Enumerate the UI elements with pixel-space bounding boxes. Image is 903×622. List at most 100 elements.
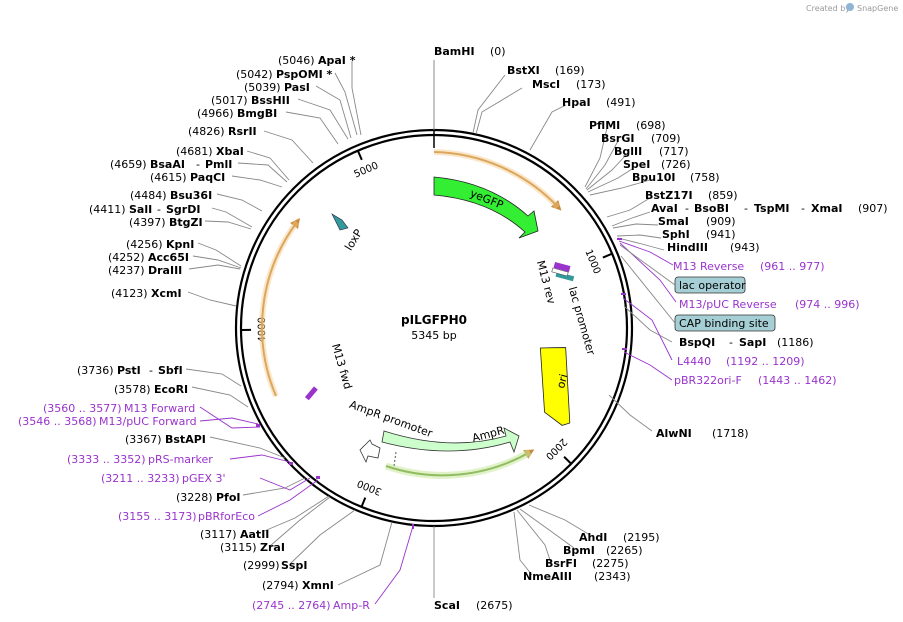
svg-text:-: -	[157, 203, 161, 216]
enzyme-pspomi-name[interactable]: PspOMI *	[276, 68, 333, 81]
lac-promoter-site[interactable]	[551, 267, 569, 277]
enzyme-bsrgi-name[interactable]: BsrGI	[601, 132, 634, 145]
enzyme-bsobi-name[interactable]: BsoBI	[694, 202, 729, 215]
ampr-feature[interactable]	[381, 427, 520, 454]
enzyme-bamhi-pos: (0)	[490, 45, 506, 58]
enzyme-bsshii-name[interactable]: BssHII	[251, 94, 290, 107]
enzyme-scai-pos: (2675)	[476, 599, 513, 612]
enzyme-psti-pos: (3736)	[77, 364, 114, 377]
enzyme-pmli-name[interactable]: PmlI	[205, 158, 232, 171]
primer-pbr322ori-range: (1443 .. 1462)	[758, 374, 837, 387]
primer-prs-marker-range: (3333 .. 3352)	[67, 453, 146, 466]
primer-prs-marker-name[interactable]: pRS-marker	[148, 453, 213, 466]
enzyme-aatii-pos: (3117)	[200, 528, 237, 541]
ampr-promoter-dash	[393, 451, 397, 467]
enzyme-bglii-pos: (717)	[659, 145, 689, 158]
enzyme-bmgbi-name[interactable]: BmgBI	[237, 107, 277, 120]
ampr-direction-glow	[384, 448, 532, 479]
tick-mark	[563, 456, 572, 465]
enzyme-avai-name[interactable]: AvaI	[651, 202, 678, 215]
enzyme-msci-name[interactable]: MscI	[532, 78, 560, 91]
primer-pbrforeco-range: (3155 .. 3173)	[118, 510, 197, 523]
primer-m13puc-reverse-name[interactable]: M13/pUC Reverse	[679, 298, 777, 311]
enzyme-xmai-name[interactable]: XmaI	[811, 202, 842, 215]
enzyme-draiii-name[interactable]: DraIII	[148, 264, 182, 277]
enzyme-ecori-name[interactable]: EcoRI	[154, 383, 188, 396]
enzyme-bsu36i-name[interactable]: Bsu36I	[170, 189, 212, 202]
enzyme-zrai-name[interactable]: ZraI	[260, 541, 285, 554]
enzyme-spei-name[interactable]: SpeI	[623, 158, 650, 171]
m13-rev-site[interactable]	[553, 262, 571, 272]
enzyme-sapi-name[interactable]: SapI	[739, 336, 766, 349]
tick-mark	[602, 252, 613, 259]
primer-ampr-name[interactable]: Amp-R	[333, 599, 370, 612]
enzyme-bpu10i-name[interactable]: Bpu10I	[632, 171, 676, 184]
enzyme-aatii-name[interactable]: AatII	[240, 528, 269, 541]
enzyme-bsaai-name[interactable]: BsaAI	[150, 158, 185, 171]
enzyme-scai-name[interactable]: ScaI	[434, 599, 460, 612]
enzyme-pasi-name[interactable]: PasI	[284, 81, 310, 94]
enzyme-apai-name[interactable]: ApaI *	[318, 54, 356, 67]
enzyme-xbai-name[interactable]: XbaI	[216, 145, 244, 158]
enzyme-bamhi-name[interactable]: BamHI	[434, 45, 475, 58]
enzyme-draiii-pos: (4237)	[108, 264, 145, 277]
enzyme-paqci-name[interactable]: PaqCI	[190, 171, 225, 184]
enzyme-xmni-name[interactable]: XmnI	[302, 579, 334, 592]
enzyme-pflmi-name[interactable]: PflMI	[589, 119, 620, 132]
enzyme-bglii-name[interactable]: BglII	[614, 145, 642, 158]
primer-m13-reverse-name[interactable]: M13 Reverse	[673, 260, 744, 273]
enzyme-sphi-name[interactable]: SphI	[662, 228, 690, 241]
yegfp-direction-glow	[433, 149, 561, 210]
enzyme-labels: BamHI (0) BstXI (169) MscI (173) HpaI (4…	[77, 45, 888, 612]
primer-l4440-name[interactable]: L4440	[677, 355, 711, 368]
svg-text:-: -	[149, 364, 153, 377]
enzyme-sspi-name[interactable]: SspI	[281, 559, 307, 572]
enzyme-tspmi-name[interactable]: TspMI	[754, 202, 790, 215]
primer-m13puc-forward-name[interactable]: M13/pUC Forward	[99, 415, 197, 428]
primer-pbr322ori-name[interactable]: pBR322ori-F	[674, 374, 742, 387]
primer-ampr-range: (2745 .. 2764)	[252, 599, 331, 612]
enzyme-bstz17i-name[interactable]: BstZ17I	[645, 189, 693, 202]
enzyme-bstapi-name[interactable]: BstAPI	[165, 433, 206, 446]
yegfp-feature[interactable]	[433, 176, 539, 239]
enzyme-bsrfi-name[interactable]: BsrFI	[545, 557, 577, 570]
loxp-feature[interactable]	[331, 213, 349, 231]
enzyme-sbfi-name[interactable]: SbfI	[158, 364, 183, 377]
lac-region: lac promoter M13 rev	[534, 259, 598, 357]
primer-m13puc-reverse-range: (974 .. 996)	[795, 298, 860, 311]
enzyme-kpni-name[interactable]: KpnI	[166, 238, 194, 251]
enzyme-bpmi-name[interactable]: BpmI	[563, 544, 595, 557]
enzyme-pflmi-pos: (698)	[636, 119, 666, 132]
enzyme-zrai-pos: (3115)	[220, 541, 257, 554]
enzyme-hpai-name[interactable]: HpaI	[562, 96, 591, 109]
primer-pbrforeco-name[interactable]: pBRforEco	[198, 510, 255, 523]
m13-fwd-site[interactable]	[304, 386, 318, 401]
enzyme-acc65i-name[interactable]: Acc65I	[148, 251, 189, 264]
enzyme-xcmi-name[interactable]: XcmI	[151, 287, 182, 300]
enzyme-ahdi-name[interactable]: AhdI	[579, 531, 607, 544]
enzyme-sgrdi-name[interactable]: SgrDI	[166, 203, 200, 216]
enzyme-bsaai-pos: (4659)	[110, 158, 147, 171]
enzyme-acc65i-pos: (4252)	[108, 251, 145, 264]
primer-m13-forward-name[interactable]: M13 Forward	[124, 402, 195, 415]
primer-pgex3-name[interactable]: pGEX 3'	[182, 472, 226, 485]
ampr-promoter-feature[interactable]	[359, 439, 381, 464]
ori-feature[interactable]	[533, 344, 578, 428]
enzyme-rsrii-pos: (4826)	[188, 125, 225, 138]
enzyme-nmeaiii-name[interactable]: NmeAIII	[523, 570, 572, 583]
enzyme-smai-name[interactable]: SmaI	[658, 215, 689, 228]
enzyme-bspqi-name[interactable]: BspQI	[679, 336, 715, 349]
enzyme-pfoi-name[interactable]: PfoI	[216, 491, 241, 504]
enzyme-rsrii-name[interactable]: RsrII	[228, 125, 257, 138]
primer-labels: M13 Reverse (961 .. 977) M13/pUC Reverse…	[18, 260, 860, 612]
enzyme-sali-name[interactable]: SalI	[129, 203, 152, 216]
enzyme-hindiii-name[interactable]: HindIII	[667, 241, 708, 254]
enzyme-psti-name[interactable]: PstI	[117, 364, 141, 377]
enzyme-alwni-name[interactable]: AlwNI	[656, 427, 692, 440]
enzyme-bstapi-pos: (3367)	[125, 433, 162, 446]
enzyme-btgzi-name[interactable]: BtgZI	[169, 216, 203, 229]
enzyme-alwni-pos: (1718)	[712, 427, 749, 440]
cap-binding-site-label: CAP binding site	[679, 317, 769, 330]
enzyme-bstxi-name[interactable]: BstXI	[507, 64, 540, 77]
